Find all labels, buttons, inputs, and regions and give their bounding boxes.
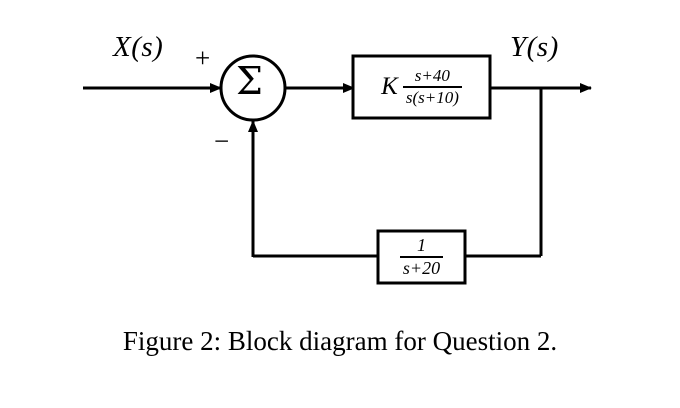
output-signal-label: Y(s) xyxy=(510,31,559,63)
figure-caption: Figure 2: Block diagram for Question 2. xyxy=(122,326,558,356)
feedback-block-expression: 1 s+20 xyxy=(378,231,465,283)
feedback-block-fraction-bar xyxy=(399,256,444,258)
summing-junction-sigma-symbol: Σ xyxy=(236,59,263,103)
forward-block-fraction: s+40 s(s+10) xyxy=(402,65,462,107)
input-signal-label: X(s) xyxy=(113,31,164,63)
feedback-block-denominator: s+20 xyxy=(402,257,441,278)
negative-sign-label: − xyxy=(214,126,230,156)
forward-block-expression: K s+40 s(s+10) xyxy=(353,56,490,118)
forward-block-fraction-bar xyxy=(402,86,462,88)
feedback-block-fraction: 1 s+20 xyxy=(399,234,444,278)
forward-block-denominator: s(s+10) xyxy=(405,87,459,107)
forward-block-gain: K xyxy=(381,73,398,100)
forward-block-numerator: s+40 xyxy=(414,65,450,85)
positive-sign-label: + xyxy=(195,43,211,73)
feedback-block-numerator: 1 xyxy=(417,234,426,255)
